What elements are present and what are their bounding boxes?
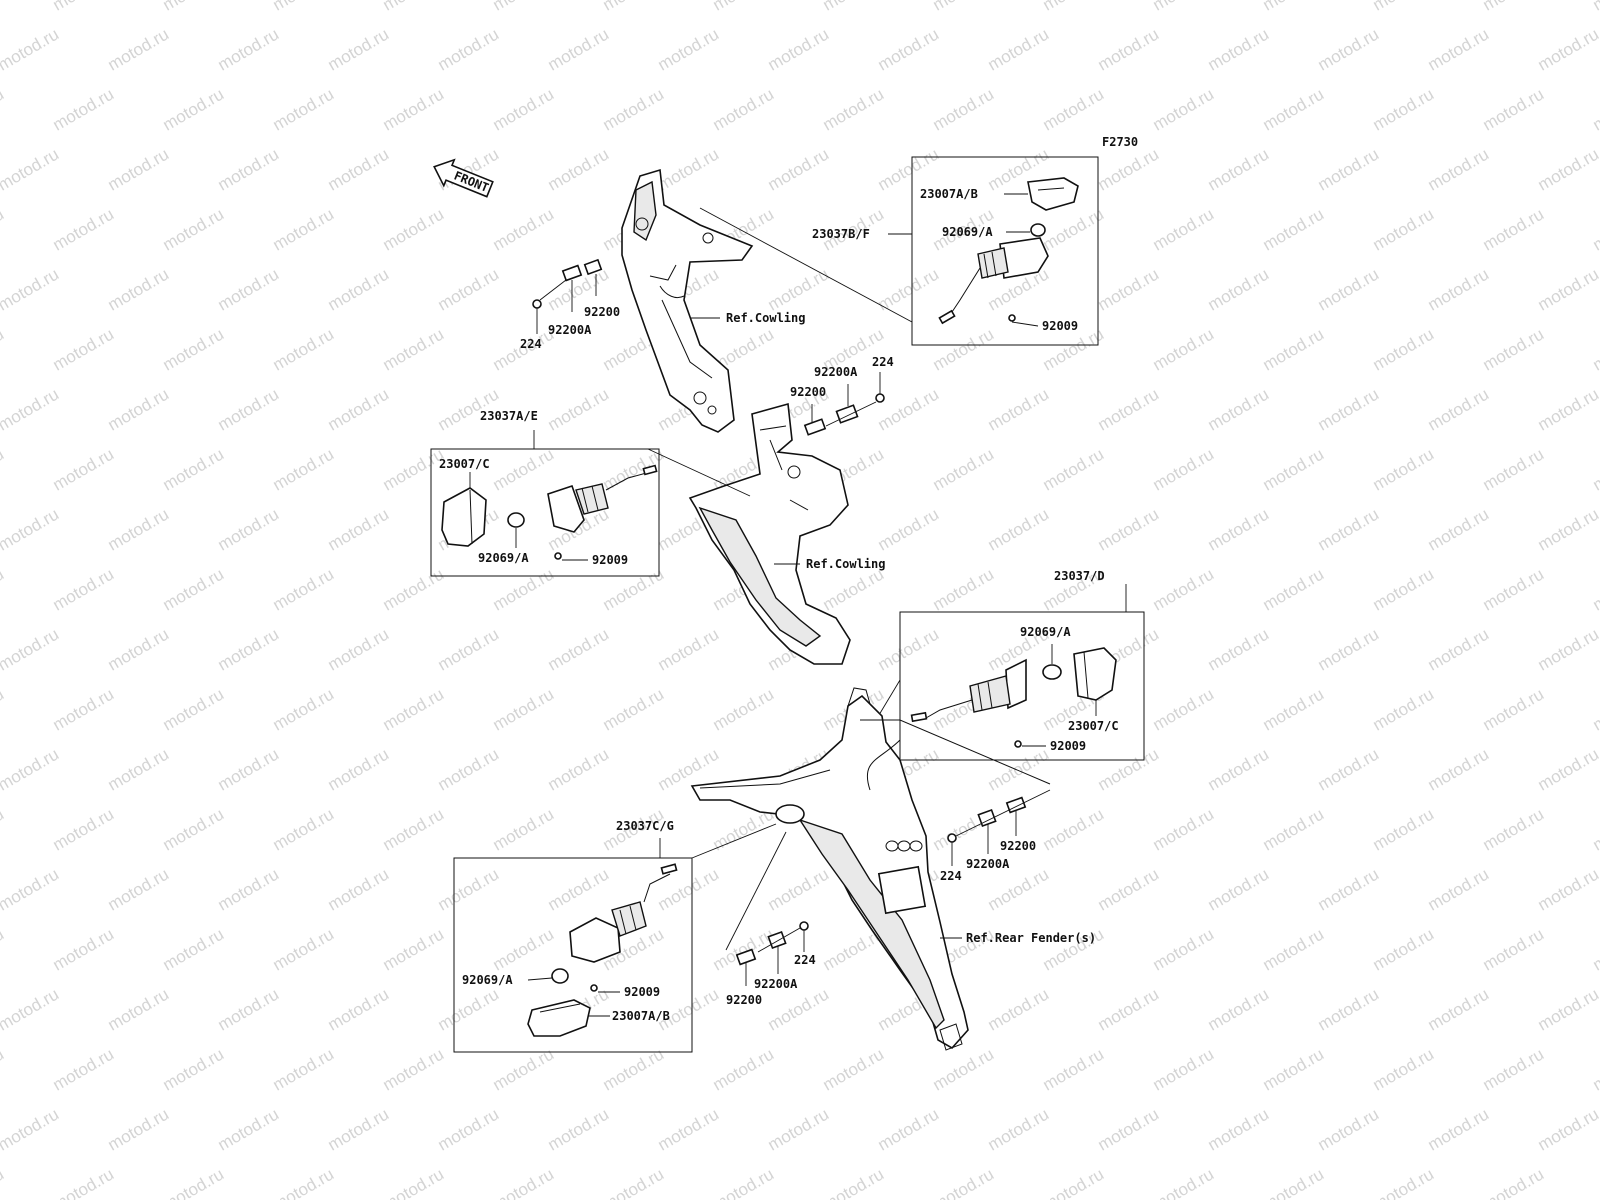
rear-left-plate-label: 92200A — [754, 977, 798, 991]
rear-right-bulb — [1042, 664, 1062, 680]
ref-rear-fender: Ref.Rear Fender(s) — [966, 931, 1096, 945]
rear-fender — [690, 687, 1051, 1051]
group-box-rear-left — [453, 857, 693, 1053]
front-arrow-icon: FRONT — [433, 158, 494, 198]
group-box-front-left — [430, 448, 660, 577]
diagram-code: F2730 — [1102, 135, 1138, 149]
front-left-screw-label: 92009 — [592, 553, 628, 567]
fasteners-center — [803, 372, 885, 436]
fasteners-rear-right — [947, 789, 1051, 866]
rear-right-plate-label: 92200A — [966, 857, 1010, 871]
rear-left-housing — [569, 863, 678, 963]
rear-left-bulb — [551, 968, 569, 984]
front-right-bulb — [1030, 223, 1046, 237]
upper-left-bolt-label: 224 — [520, 337, 542, 351]
front-left-bulb — [507, 512, 525, 528]
front-right-lens — [1027, 177, 1079, 211]
center-bolt-label: 224 — [872, 355, 894, 369]
rear-left-screw-label: 92009 — [624, 985, 660, 999]
rear-right-assembly-label: 23037/D — [1054, 569, 1105, 583]
front-left-assembly-label: 23037A/E — [480, 409, 538, 423]
upper-cowling-bracket — [621, 168, 754, 433]
rear-right-bulb-label: 92069/A — [1020, 625, 1071, 639]
rear-left-nut-label: 92200 — [726, 993, 762, 1007]
fasteners-upper-left — [532, 258, 603, 334]
front-left-housing — [547, 464, 658, 533]
rear-left-lens — [527, 999, 591, 1037]
rear-left-bulb-label: 92069/A — [462, 973, 513, 987]
rear-right-lens-label: 23007/C — [1068, 719, 1119, 733]
front-right-screw-label: 92009 — [1042, 319, 1078, 333]
front-right-housing — [938, 237, 1049, 325]
ref-cowling-upper: Ref.Cowling — [726, 311, 805, 325]
rear-right-nut-label: 92200 — [1000, 839, 1036, 853]
group-box-rear-right — [899, 611, 1145, 761]
group-box-front-right — [911, 156, 1099, 346]
front-left-lens — [441, 487, 487, 547]
rear-right-screw-label: 92009 — [1050, 739, 1086, 753]
fasteners-rear-left — [725, 831, 809, 986]
rear-left-lens-label: 23007A/B — [612, 1009, 670, 1023]
rear-right-lens — [1073, 647, 1117, 701]
center-plate-label: 92200A — [814, 365, 858, 379]
rear-right-housing — [910, 658, 1027, 723]
leader-front-right — [699, 207, 913, 323]
lower-cowling-piece — [688, 402, 851, 665]
front-right-lens-label: 23007A/B — [920, 187, 978, 201]
upper-left-nut-label: 92200 — [584, 305, 620, 319]
leader-rear-left — [691, 823, 777, 859]
leader-front-left — [647, 448, 751, 497]
rear-left-assembly-label: 23037C/G — [616, 819, 674, 833]
front-right-assembly-label: 23037B/F — [812, 227, 870, 241]
front-right-bulb-label: 92069/A — [942, 225, 993, 239]
rear-right-bolt-label: 224 — [940, 869, 962, 883]
ref-cowling-lower: Ref.Cowling — [806, 557, 885, 571]
front-left-lens-label: 23007/C — [439, 457, 490, 471]
rear-left-bolt-label: 224 — [794, 953, 816, 967]
front-left-bulb-label: 92069/A — [478, 551, 529, 565]
center-nut-label: 92200 — [790, 385, 826, 399]
upper-left-plate-label: 92200A — [548, 323, 592, 337]
